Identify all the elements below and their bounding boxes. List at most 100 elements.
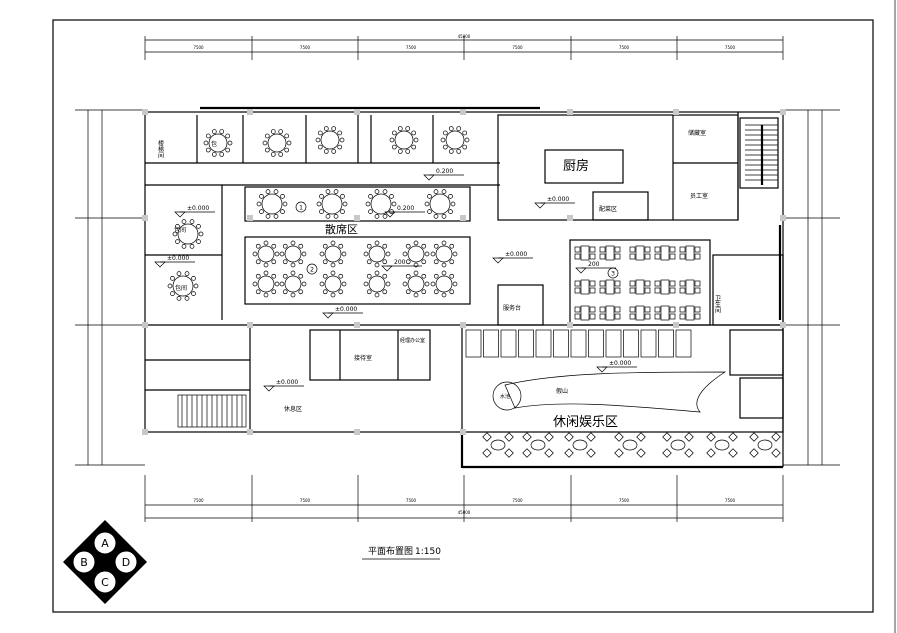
- chair: [391, 144, 397, 150]
- side-dimension-chains: [75, 109, 840, 466]
- chair: [389, 194, 394, 199]
- dimension-segment-label: 7500: [193, 45, 204, 50]
- chair: [389, 209, 394, 214]
- rect-table: [679, 245, 701, 261]
- column: [460, 429, 466, 435]
- chair: [263, 240, 269, 246]
- lounge-chair: [728, 432, 738, 442]
- chair: [263, 270, 269, 276]
- orientation-compass: A B C D: [63, 520, 147, 604]
- svg-text:1: 1: [299, 205, 303, 212]
- chair: [273, 214, 279, 219]
- chair: [317, 130, 323, 136]
- elevation-marker: ±0.000: [322, 306, 363, 319]
- column: [142, 109, 148, 115]
- chair: [424, 251, 430, 257]
- chair: [280, 194, 285, 199]
- rect-table: [629, 245, 651, 261]
- chair: [211, 129, 217, 134]
- booth-seat: [588, 329, 604, 358]
- chair: [374, 214, 380, 219]
- round-table: [319, 240, 347, 268]
- interior-walls: [145, 112, 784, 432]
- staircase-upper: [745, 124, 778, 185]
- chair: [448, 209, 453, 214]
- compass-a: A: [101, 537, 109, 550]
- chair: [402, 281, 408, 287]
- elevation-marker: ±0.000: [596, 360, 637, 373]
- chair: [278, 152, 284, 157]
- round-table: [279, 270, 307, 298]
- column: [567, 109, 573, 115]
- chair: [333, 189, 339, 194]
- rect-table: [574, 305, 596, 321]
- chair: [279, 281, 285, 287]
- chair: [298, 259, 304, 265]
- chair: [464, 137, 470, 143]
- chair: [270, 129, 276, 134]
- dimension-segment-label: 7500: [619, 45, 630, 50]
- chair: [424, 201, 430, 207]
- round-table: [279, 240, 307, 268]
- chair: [278, 129, 284, 134]
- chair: [331, 126, 337, 131]
- rect-table: [599, 245, 621, 261]
- chair: [338, 259, 344, 265]
- chair: [330, 262, 336, 268]
- rect-table: [679, 305, 701, 321]
- private-room-label-2: 包间: [175, 284, 187, 292]
- chair: [319, 251, 325, 257]
- chair: [413, 292, 419, 298]
- rockery-label: 假山: [556, 387, 568, 395]
- chair: [191, 276, 196, 281]
- chair: [411, 130, 417, 136]
- sheet-frame: [52, 19, 874, 613]
- round-table: [262, 129, 292, 157]
- chair: [405, 259, 411, 265]
- chair: [175, 224, 180, 229]
- chair: [427, 209, 432, 214]
- chair: [421, 289, 427, 295]
- chair: [385, 281, 391, 287]
- chair: [255, 259, 261, 265]
- elevation-marker: ±0.000: [154, 255, 195, 268]
- rect-table: [599, 305, 621, 321]
- lounge-chair: [662, 432, 672, 442]
- column: [673, 322, 679, 328]
- round-table: [424, 189, 456, 219]
- lounge-tables: [482, 432, 781, 458]
- lounge-chair: [504, 448, 514, 458]
- chair: [433, 214, 439, 219]
- lounge-chair: [636, 448, 646, 458]
- chair: [252, 281, 258, 287]
- chair: [271, 289, 277, 295]
- chair: [441, 270, 447, 276]
- chair: [263, 292, 269, 298]
- chair: [255, 243, 261, 249]
- chair: [389, 137, 395, 143]
- chair: [225, 147, 231, 153]
- chair: [271, 273, 277, 279]
- overall-dimension-bottom: 45000: [458, 510, 471, 515]
- chair: [170, 276, 175, 281]
- storage-label: 储藏室: [688, 129, 706, 137]
- chair: [421, 243, 427, 249]
- chair: [456, 126, 462, 131]
- chair: [450, 201, 456, 207]
- round-table: [363, 270, 391, 298]
- chair: [456, 149, 462, 154]
- lounge-table: [706, 432, 738, 458]
- round-table: [363, 240, 391, 268]
- elevation-marker: ±0.000: [263, 379, 304, 392]
- chair: [198, 231, 204, 237]
- chair: [374, 270, 380, 276]
- round-table: [252, 240, 280, 268]
- column: [460, 322, 466, 328]
- lounge-table: [749, 432, 781, 458]
- chair: [382, 259, 388, 265]
- chair: [397, 126, 403, 131]
- lounge-chair: [771, 432, 781, 442]
- chair: [263, 262, 269, 268]
